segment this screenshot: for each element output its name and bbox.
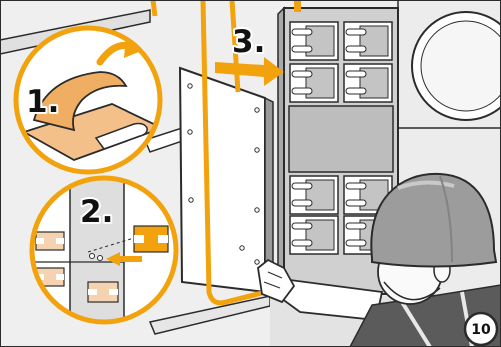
screw <box>90 254 95 259</box>
page-number: 10 <box>471 322 491 338</box>
step-3-label: 3. <box>232 24 265 60</box>
terminal-module <box>290 64 338 102</box>
crane-hook <box>294 0 301 12</box>
new-bracket <box>134 226 168 252</box>
terminal-module <box>290 216 338 254</box>
page-number-badge: 10 <box>465 313 497 345</box>
mounted-bracket <box>36 232 64 250</box>
lifted-panel <box>180 68 273 292</box>
step-2-label: 2. <box>80 194 113 230</box>
step-1-callout: 1. <box>16 28 162 172</box>
sling-strap-end <box>153 0 155 16</box>
step-1-label: 1. <box>26 84 59 120</box>
terminal-module <box>344 64 392 102</box>
terminal-module <box>290 22 338 60</box>
mounting-plate <box>289 106 393 172</box>
screw <box>98 256 103 261</box>
terminal-module <box>344 22 392 60</box>
terminal-module <box>290 176 338 214</box>
mounted-bracket <box>88 282 118 302</box>
